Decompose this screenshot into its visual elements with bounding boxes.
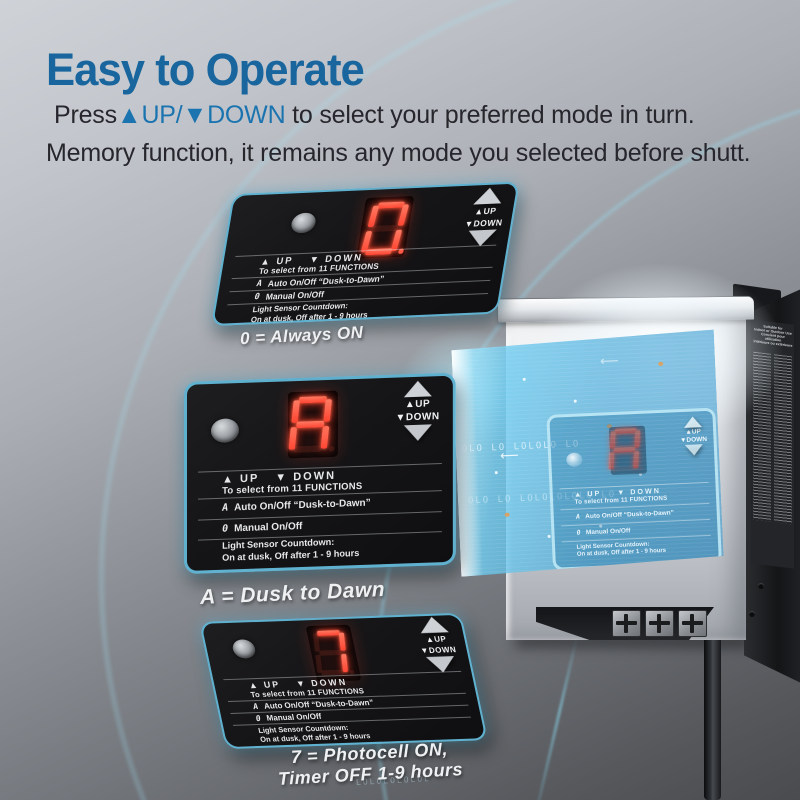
up-button-label: ▲UP: [685, 427, 702, 436]
screw-icon: [612, 610, 641, 637]
up-button-label: ▲UP: [404, 398, 431, 411]
down-label: ▼ DOWN: [617, 486, 662, 497]
page-title: Easy to Operate: [46, 44, 365, 95]
sensor-countdown-detail: On at dusk, Off after 1 - 9 hours: [576, 548, 667, 559]
down-triangle-icon: [403, 424, 432, 442]
up-button-label: ▲UP: [424, 634, 448, 645]
mode-a-icon: A: [221, 502, 229, 515]
left-arrow-icon: ⟵: [499, 447, 519, 463]
up-triangle-icon: [472, 186, 504, 205]
down-button-label: ▼DOWN: [419, 645, 458, 656]
mode-0-icon: 0: [575, 528, 581, 537]
screw-icon: [645, 610, 674, 637]
light-sensor: [210, 418, 239, 444]
up-button-label: ▲UP: [474, 205, 498, 217]
hologram-control-panel: ▲UP ▼DOWN ▲ UP ▼ DOWN To select from 11 F…: [546, 408, 722, 571]
circuit-dot: [687, 431, 690, 434]
select-functions-label: To select from 11 FUNCTIONS: [574, 494, 668, 506]
binary-pattern: OLO LO LOLOLOLOLO LO: [467, 489, 617, 507]
light-sensor: [230, 639, 257, 660]
circuit-dot: [639, 473, 642, 476]
rivet: [749, 611, 755, 617]
control-panel-always-on: ▲UP ▼DOWN ▲ UP▼ DOWN To select from 11 F…: [210, 181, 520, 328]
mode-a-icon: A: [252, 701, 259, 711]
control-panel-photocell-timer: ▲UP ▼DOWN ▲ UP▼ DOWN To select from 11 F…: [199, 612, 488, 750]
sensor-countdown-label: Light Sensor Countdown:: [576, 541, 650, 551]
led-display: [288, 390, 338, 459]
subtitle-line-1: Press▲UP/▼DOWN to select your preferred …: [54, 101, 695, 130]
up-triangle-icon: [403, 380, 432, 398]
panel-legend: ▲ UP ▼ DOWN To select from 11 FUNCTIONS A…: [559, 481, 712, 562]
circuit-dot: [505, 513, 510, 517]
mode-a-icon: A: [255, 278, 264, 289]
down-button-label: ▼DOWN: [395, 410, 440, 424]
circuit-dot: [495, 471, 498, 474]
circuit-dot: [607, 424, 612, 428]
down-button-label: ▼DOWN: [463, 216, 504, 229]
subtitle-line-2: Memory function, it remains any mode you…: [46, 139, 751, 167]
circuit-dot: [599, 525, 602, 528]
subtitle-suffix: to select your preferred mode in turn.: [285, 101, 695, 129]
up-label: ▲ UP: [574, 489, 602, 499]
circuit-dot: [574, 400, 577, 403]
down-triangle-icon: [685, 444, 703, 456]
circuit-dot: [523, 378, 526, 381]
mode-a-icon: A: [574, 512, 580, 521]
light-sensor: [290, 212, 318, 234]
control-panel-dusk-to-dawn: ▲UP ▼DOWN ▲ UP▼ DOWN To select from 11 F…: [184, 372, 456, 575]
seven-segment-digit: [608, 428, 640, 472]
subtitle-prefix: Press: [54, 101, 117, 129]
mode-caption-always-on: 0 = Always ON: [239, 322, 364, 349]
seven-segment-digit: [313, 630, 355, 676]
manual-mode-label: Manual On/Off: [585, 527, 631, 537]
updown-buttons: ▲UP ▼DOWN: [679, 415, 708, 455]
auto-mode-label: Auto On/Off “Dusk-to-Dawn”: [234, 498, 371, 514]
down-button-label: ▼DOWN: [679, 435, 708, 444]
mode-0-icon: 0: [253, 291, 262, 302]
light-streak: [535, 630, 580, 800]
mode-0-icon: 0: [221, 523, 229, 535]
up-triangle-icon: [683, 416, 701, 428]
mode-0-icon: 0: [255, 713, 261, 723]
hologram-projection: ⟵ ⟵ OLO LO LOLOLO LO OLO LO LOLOLOLOLO L…: [451, 330, 724, 577]
updown-highlight: ▲UP/▼DOWN: [116, 101, 286, 129]
power-cable: [704, 634, 721, 800]
circuit-dot: [548, 535, 551, 538]
legend-row: 0 Manual On/Off: [561, 519, 712, 542]
circuit-dot: [658, 362, 663, 366]
legend-row: A Auto On/Off “Dusk-to-Dawn”: [560, 502, 711, 525]
legend-row: ▲ UP ▼ DOWN To select from 11 FUNCTIONS: [559, 481, 710, 509]
terminal-screws: [612, 610, 707, 637]
updown-buttons: ▲UP ▼DOWN: [396, 380, 440, 442]
binary-pattern: OLO LO LOLOLO LO: [461, 439, 581, 455]
panel-legend: ▲ UP▼ DOWN To select from 11 FUNCTIONS A…: [197, 463, 443, 567]
up-triangle-icon: [417, 616, 449, 634]
rivet: [758, 583, 764, 589]
updown-buttons: ▲UP ▼DOWN: [461, 186, 509, 247]
light-sensor: [566, 452, 583, 467]
seven-segment-digit: [288, 396, 335, 454]
panel-legend: ▲ UP▼ DOWN To select from 11 FUNCTIONS A…: [223, 244, 497, 328]
led-display: [609, 426, 647, 476]
seven-segment-digit: [360, 201, 410, 255]
auto-mode-label: Auto On/Off “Dusk-to-Dawn”: [585, 509, 675, 520]
updown-buttons: ▲UP ▼DOWN: [413, 616, 461, 674]
screw-icon: [678, 610, 707, 637]
panel-legend: ▲ UP▼ DOWN To select from 11 FUNCTIONS A…: [223, 670, 476, 747]
left-arrow-icon: ⟵: [599, 352, 619, 369]
mode-caption-dusk-to-dawn: A = Dusk to Dawn: [199, 577, 386, 610]
manual-mode-label: Manual On/Off: [234, 521, 303, 535]
